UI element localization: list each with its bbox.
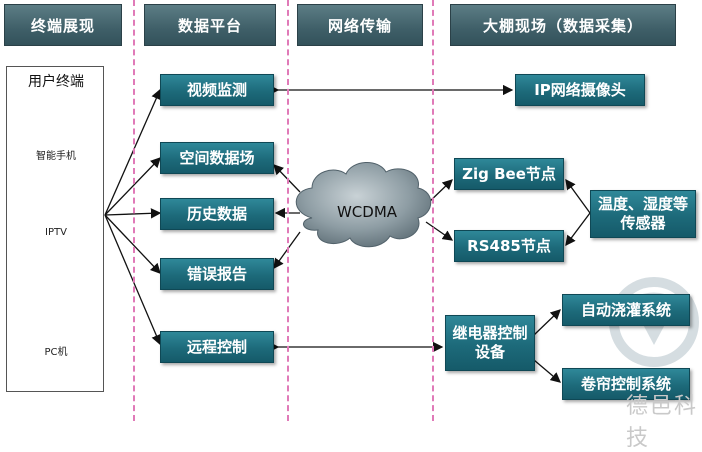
wire-relay-irrigation — [533, 309, 561, 336]
wire-terminal-error — [104, 214, 161, 274]
header-terminal: 终端展现 — [4, 4, 122, 46]
box-remote-control: 远程控制 — [160, 331, 274, 363]
box-spatial-data: 空间数据场 — [160, 142, 274, 174]
header-platform: 数据平台 — [144, 4, 276, 46]
box-error-report: 错误报告 — [160, 258, 274, 290]
divider-2 — [287, 0, 289, 421]
box-auto-irrigation: 自动浇灌系统 — [562, 294, 690, 326]
wire-terminal-space — [104, 157, 161, 216]
wire-terminal-history — [104, 208, 162, 219]
box-curtain-control: 卷帘控制系统 — [562, 368, 690, 400]
architecture-diagram: 终端展现 数据平台 网络传输 大棚现场（数据采集） 用户终端 智能手机 IPTV… — [4, 0, 699, 451]
cloud-label: WCDMA — [336, 203, 398, 221]
box-relay-control: 继电器控制设备 — [445, 315, 535, 371]
divider-3 — [432, 0, 434, 421]
device-label-pc: PC机 — [44, 347, 68, 358]
box-ip-camera: IP网络摄像头 — [515, 74, 645, 106]
user-terminal-panel: 用户终端 智能手机 IPTV PC机 — [6, 66, 104, 392]
box-video-monitoring: 视频监测 — [160, 74, 274, 106]
wire-terminal-video — [104, 88, 162, 216]
wcdma-cloud — [295, 162, 432, 248]
device-label-iptv: IPTV — [45, 227, 67, 238]
wire-relay-curtain — [533, 359, 561, 383]
user-terminal-title: 用户终端 — [28, 74, 84, 90]
box-history-data: 历史数据 — [160, 198, 274, 230]
wire-terminal-remote — [104, 214, 162, 346]
device-label-smartphone: 智能手机 — [36, 151, 76, 162]
wire-rs485-sensors — [565, 212, 591, 247]
header-site: 大棚现场（数据采集） — [450, 4, 676, 46]
box-sensors: 温度、湿度等传感器 — [590, 190, 696, 238]
watermark-text: 德邑科技 — [626, 394, 699, 451]
box-rs485-node: RS485节点 — [454, 230, 564, 262]
box-zigbee-node: Zig Bee节点 — [454, 158, 564, 190]
wire-cloud-rs485 — [425, 221, 454, 241]
wire-zigbee-sensors — [565, 178, 591, 214]
header-network: 网络传输 — [297, 4, 423, 46]
divider-1 — [133, 0, 135, 421]
